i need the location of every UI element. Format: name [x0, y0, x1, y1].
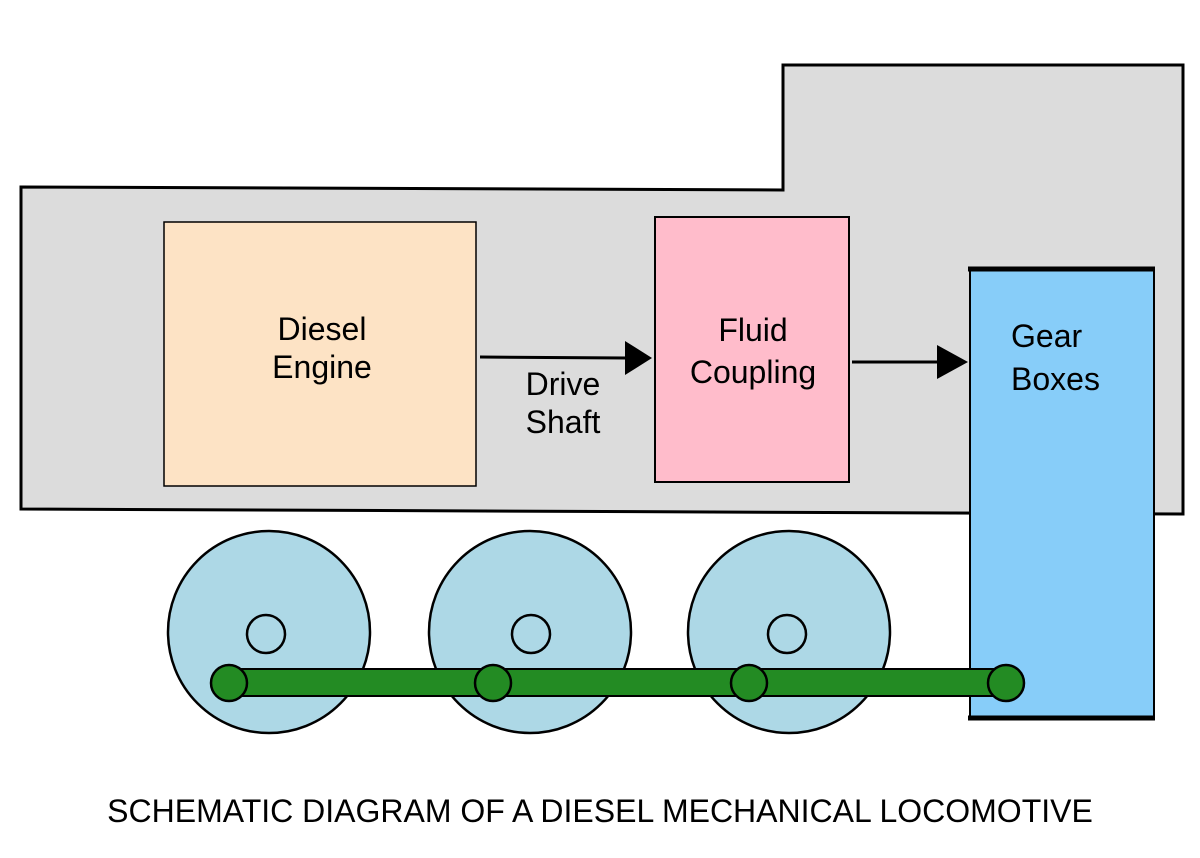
coupling-to-gearbox-arrowhead [937, 345, 968, 379]
gearbox-label-line1: Gear [1011, 318, 1082, 354]
engine-label-line2: Engine [272, 349, 372, 385]
rod-pin-1 [209, 663, 249, 703]
wheel-2-axle [510, 613, 552, 655]
wheel-3 [686, 529, 892, 735]
diesel-engine-block [163, 221, 477, 487]
rod-pin-2 [473, 663, 513, 703]
wheel-3-axle [766, 613, 808, 655]
diagram-caption: SCHEMATIC DIAGRAM OF A DIESEL MECHANICAL… [107, 793, 1093, 829]
drive-shaft-arrow [479, 352, 635, 363]
drive-shaft-label-line1: Drive [526, 366, 601, 402]
engine-label-line1: Diesel [278, 311, 367, 347]
drive-shaft-label-line2: Shaft [526, 404, 601, 440]
gearbox-label-line2: Boxes [1011, 361, 1100, 397]
rod-pin-3 [729, 663, 769, 703]
coupling-label-line2: Coupling [690, 354, 816, 390]
rod-pin-4 [986, 663, 1026, 703]
gearbox-block [968, 266, 1155, 721]
wheel-1 [166, 529, 372, 735]
wheel-2 [427, 529, 633, 735]
coupling-rod [209, 663, 1026, 703]
fluid-coupling-block [654, 216, 850, 483]
coupling-label-line1: Fluid [718, 312, 787, 348]
drive-shaft-arrowhead [625, 341, 652, 375]
wheel-1-axle [245, 613, 287, 655]
